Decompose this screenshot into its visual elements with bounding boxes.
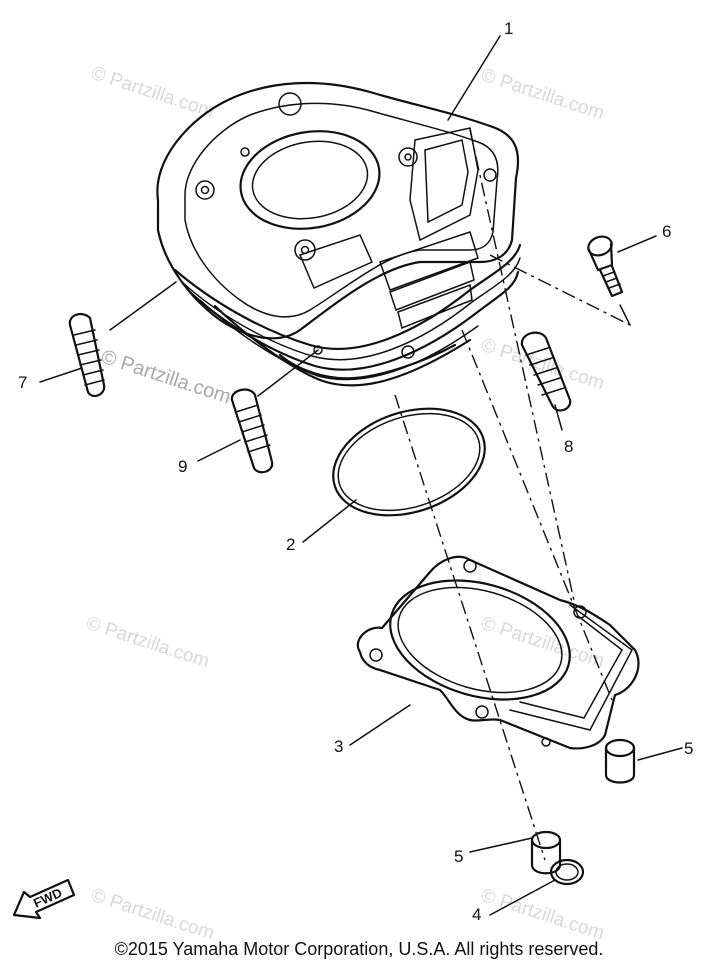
leader-lines — [39, 35, 683, 916]
cylinder-part — [156, 81, 522, 387]
watermark-layer: © Partzilla.com © Partzilla.com © Partzi… — [83, 63, 606, 945]
callout-5-upper: 5 — [684, 739, 693, 758]
callout-7: 7 — [18, 373, 27, 392]
gasket-part — [356, 555, 640, 750]
watermark: © Partzilla.com — [98, 346, 233, 409]
copyright-notice: ©2015 Yamaha Motor Corporation, U.S.A. A… — [114, 939, 604, 959]
callout-9: 9 — [178, 457, 187, 476]
dowel-pin-lower — [530, 830, 562, 875]
callout-6: 6 — [662, 222, 671, 241]
fwd-arrow-icon: FWD — [12, 878, 76, 920]
callout-8: 8 — [564, 437, 573, 456]
watermark: © Partzilla.com — [88, 63, 216, 123]
callout-1: 1 — [504, 19, 513, 38]
watermark: © Partzilla.com — [83, 613, 211, 673]
watermark: © Partzilla.com — [88, 885, 216, 945]
center-lines — [394, 129, 631, 861]
watermark: © Partzilla.com — [478, 613, 606, 673]
dowel-7 — [68, 312, 106, 398]
callout-4: 4 — [472, 905, 481, 924]
watermark: © Partzilla.com — [478, 885, 606, 945]
dowel-9 — [230, 388, 274, 474]
o-ring-part — [332, 407, 486, 517]
dowel-pin-upper — [604, 738, 636, 784]
callout-2: 2 — [286, 535, 295, 554]
callout-5-lower: 5 — [454, 847, 463, 866]
callout-numbers: 1 2 3 4 5 5 6 7 8 9 — [18, 19, 693, 924]
bolt-part — [587, 235, 624, 298]
watermark: © Partzilla.com — [478, 65, 606, 125]
clip-part — [549, 858, 585, 886]
callout-3: 3 — [334, 737, 343, 756]
